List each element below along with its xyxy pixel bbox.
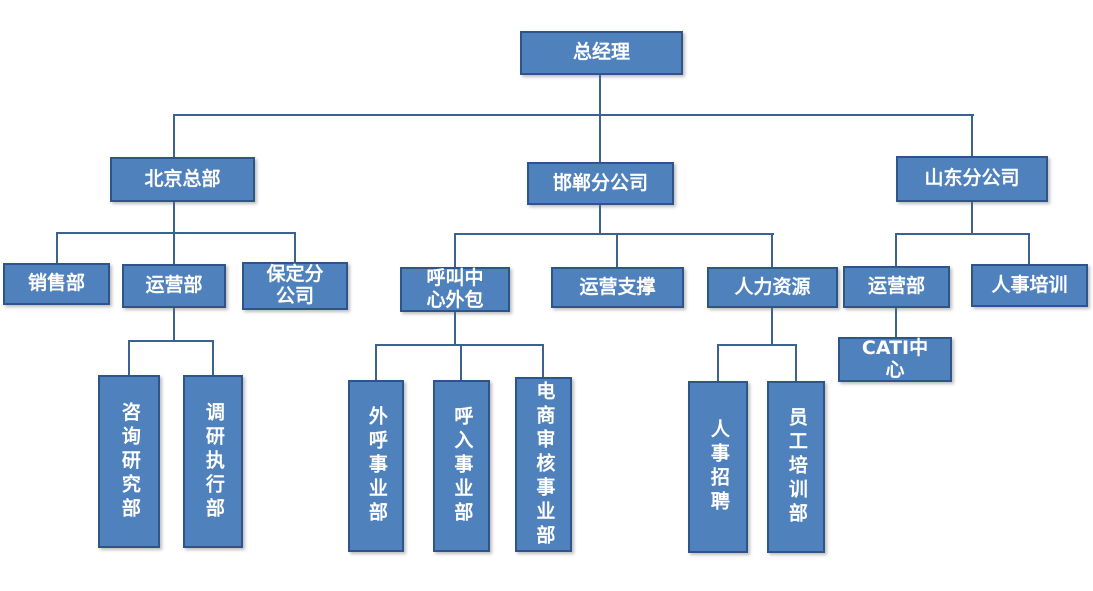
connector-drop-operations-sd <box>895 233 897 266</box>
node-operations-dept-sd: 运营部 <box>843 266 950 308</box>
connector-drop-inbound <box>460 344 462 380</box>
connector-drop-staff-training <box>795 344 797 381</box>
node-inbound-call-bu: 呼入事业部 <box>433 380 490 552</box>
connector-drop-outbound <box>375 344 377 380</box>
node-hr-recruiting: 人事招聘 <box>688 381 748 553</box>
connector-drop-research-execution <box>212 340 214 375</box>
node-handan-branch: 邯郸分公司 <box>527 162 674 205</box>
node-hr-training: 人事培训 <box>971 264 1088 307</box>
node-consulting-research-dept: 咨询研究部 <box>98 375 160 548</box>
connector-drop-shandong <box>971 114 973 157</box>
node-sales-dept: 销售部 <box>3 263 110 305</box>
node-cati-center: CATI中 心 <box>838 337 952 382</box>
connector-drop-hr-training <box>1028 233 1030 264</box>
connector-drop-consulting-research <box>128 340 130 375</box>
connector-call-center-bus <box>375 344 544 346</box>
node-research-execution-dept: 调研执行部 <box>183 375 243 548</box>
connector-operations-bj-bus <box>128 340 214 342</box>
connector-root-stem <box>599 75 601 115</box>
node-shandong-branch: 山东分公司 <box>896 156 1048 202</box>
connector-handan-stem <box>599 205 601 234</box>
node-operations-support: 运营支撑 <box>551 267 684 308</box>
connector-call-center-stem <box>454 312 456 345</box>
node-ecommerce-review-bu: 电商审核事业部 <box>515 377 572 552</box>
node-call-center-outsourcing: 呼叫中 心外包 <box>400 267 510 312</box>
connector-operations-bj-stem <box>173 308 175 341</box>
node-baoding-branch: 保定分 公司 <box>242 262 348 310</box>
node-staff-training-dept: 员工培训部 <box>767 381 825 553</box>
connector-drop-handan <box>599 114 601 163</box>
node-beijing-hq: 北京总部 <box>110 157 255 202</box>
connector-handan-bus <box>454 233 774 235</box>
connector-drop-call-center <box>454 233 456 267</box>
connector-beijing-bus <box>56 232 296 234</box>
connector-drop-human-resources <box>771 233 773 267</box>
connector-shandong-stem <box>971 202 973 234</box>
connector-beijing-stem <box>173 202 175 233</box>
connector-drop-sales <box>56 232 58 263</box>
connector-human-resources-bus <box>717 344 797 346</box>
connector-cati-stem <box>895 308 897 337</box>
connector-shandong-bus <box>895 233 1030 235</box>
node-human-resources: 人力资源 <box>707 267 838 308</box>
connector-drop-operations-support <box>616 233 618 267</box>
connector-human-resources-stem <box>771 308 773 345</box>
connector-level2-bus <box>173 114 974 116</box>
node-general-manager: 总经理 <box>520 31 683 75</box>
connector-drop-recruiting <box>717 344 719 381</box>
node-operations-dept-bj: 运营部 <box>122 264 226 308</box>
connector-drop-ecommerce-review <box>542 344 544 377</box>
connector-drop-operations-bj <box>173 232 175 264</box>
node-outbound-call-bu: 外呼事业部 <box>348 380 404 552</box>
connector-drop-beijing <box>173 114 175 158</box>
connector-drop-baoding <box>294 232 296 262</box>
